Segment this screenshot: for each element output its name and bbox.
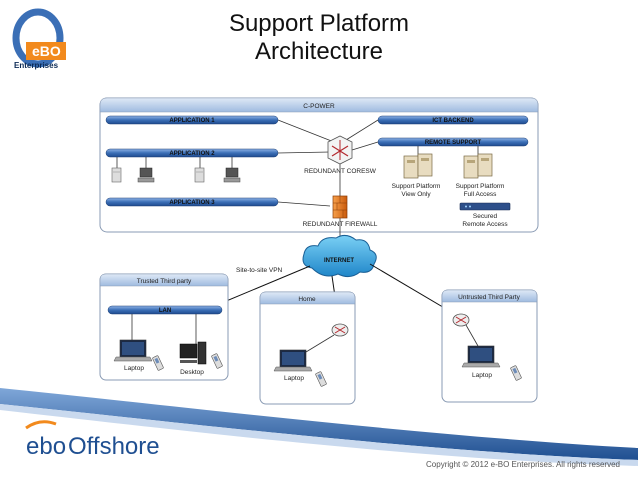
application-1-bar: APPLICATION 1 [105, 115, 279, 125]
sp-view-only-label-1: Support Platform [392, 183, 441, 190]
vpn-label: Site-to-site VPN [236, 267, 283, 274]
application-2-label: APPLICATION 2 [169, 151, 215, 157]
untrusted-laptop-label: Laptop [472, 372, 492, 379]
application-3-bar: APPLICATION 3 [105, 197, 279, 207]
untrusted-phone-icon [510, 365, 522, 381]
cpower-links [116, 119, 479, 238]
title-line-1: Support Platform [228, 10, 410, 37]
secured-label-2: Remote Access [462, 221, 508, 228]
app2-server-2 [194, 167, 205, 183]
home-router-icon [331, 323, 349, 337]
trusted-desktop-icon [179, 341, 207, 365]
logo-bo-block [26, 42, 66, 60]
lan-bar: LAN [107, 305, 223, 315]
ict-backend-bar: ICT BACKEND [377, 115, 529, 125]
secured-remote-access-icon [459, 202, 511, 211]
title-line-2: Architecture [254, 38, 384, 65]
app2-server-1 [111, 167, 122, 183]
logo-letters: eBO [32, 43, 61, 59]
application-1-label: APPLICATION 1 [169, 118, 215, 124]
sp-view-only-server-icon [403, 153, 433, 179]
sp-view-only-label-2: View Only [401, 191, 431, 198]
app2-workstation-1 [137, 167, 155, 183]
copyright-notice: Copyright © 2012 e-BO Enterprises. All r… [426, 460, 620, 469]
untrusted-link [465, 324, 479, 347]
home-laptop-icon [273, 349, 313, 372]
sp-full-access-label-2: Full Access [464, 191, 498, 198]
remote-support-bar: REMOTE SUPPORT [377, 137, 529, 147]
core-switch-label: REDUNDANT CORESW [304, 168, 377, 175]
trusted-desktop-label: Desktop [180, 369, 204, 376]
home-laptop-label: Laptop [284, 375, 304, 382]
trusted-phone-icon [152, 355, 164, 371]
application-2-bar: APPLICATION 2 [105, 148, 279, 158]
home-zone: Home [259, 291, 356, 405]
remote-support-label: REMOTE SUPPORT [425, 140, 482, 146]
untrusted-laptop-icon [461, 345, 501, 368]
home-link [305, 334, 335, 353]
untrusted-router-icon [452, 313, 470, 327]
sp-full-access-label-1: Support Platform [456, 183, 505, 190]
home-title: Home [298, 296, 316, 303]
eboffshore-brand: ebo Offshore [25, 420, 160, 460]
trusted-laptop-label: Laptop [124, 365, 144, 372]
ict-backend-label: ICT BACKEND [432, 118, 474, 124]
sp-full-access-server-icon [463, 153, 493, 179]
trusted-third-party-zone: Trusted Third party [99, 273, 229, 381]
application-3-label: APPLICATION 3 [169, 200, 215, 206]
firewall-label: REDUNDANT FIREWALL [303, 221, 378, 228]
lan-label: LAN [159, 308, 171, 314]
internet-cloud-icon [302, 234, 377, 278]
brand-ebo: ebo [26, 433, 66, 460]
trusted-links [131, 314, 197, 344]
page-title: Support Platform Architecture [180, 10, 458, 66]
app2-workstation-2 [223, 167, 241, 183]
brand-offshore: Offshore [68, 433, 160, 460]
footer-swoosh-light [0, 404, 638, 466]
cpower-title: C-POWER [303, 103, 335, 110]
untrusted-title: Untrusted Third Party [458, 294, 520, 301]
logo-swirl [12, 8, 64, 68]
home-phone-icon [315, 371, 327, 387]
trusted-title: Trusted Third party [137, 278, 192, 285]
core-switch-icon [327, 135, 353, 165]
secured-label-1: Secured [473, 213, 498, 220]
ebo-logo: eBO [12, 8, 66, 68]
trusted-phone-icon-2 [211, 353, 223, 369]
footer-swoosh [0, 388, 638, 460]
logo-caption: Enterprises [14, 61, 59, 70]
internet-label: INTERNET [324, 258, 354, 264]
firewall-icon [332, 195, 348, 219]
trusted-laptop-icon [113, 339, 153, 362]
brand-swirl-icon [25, 420, 57, 430]
